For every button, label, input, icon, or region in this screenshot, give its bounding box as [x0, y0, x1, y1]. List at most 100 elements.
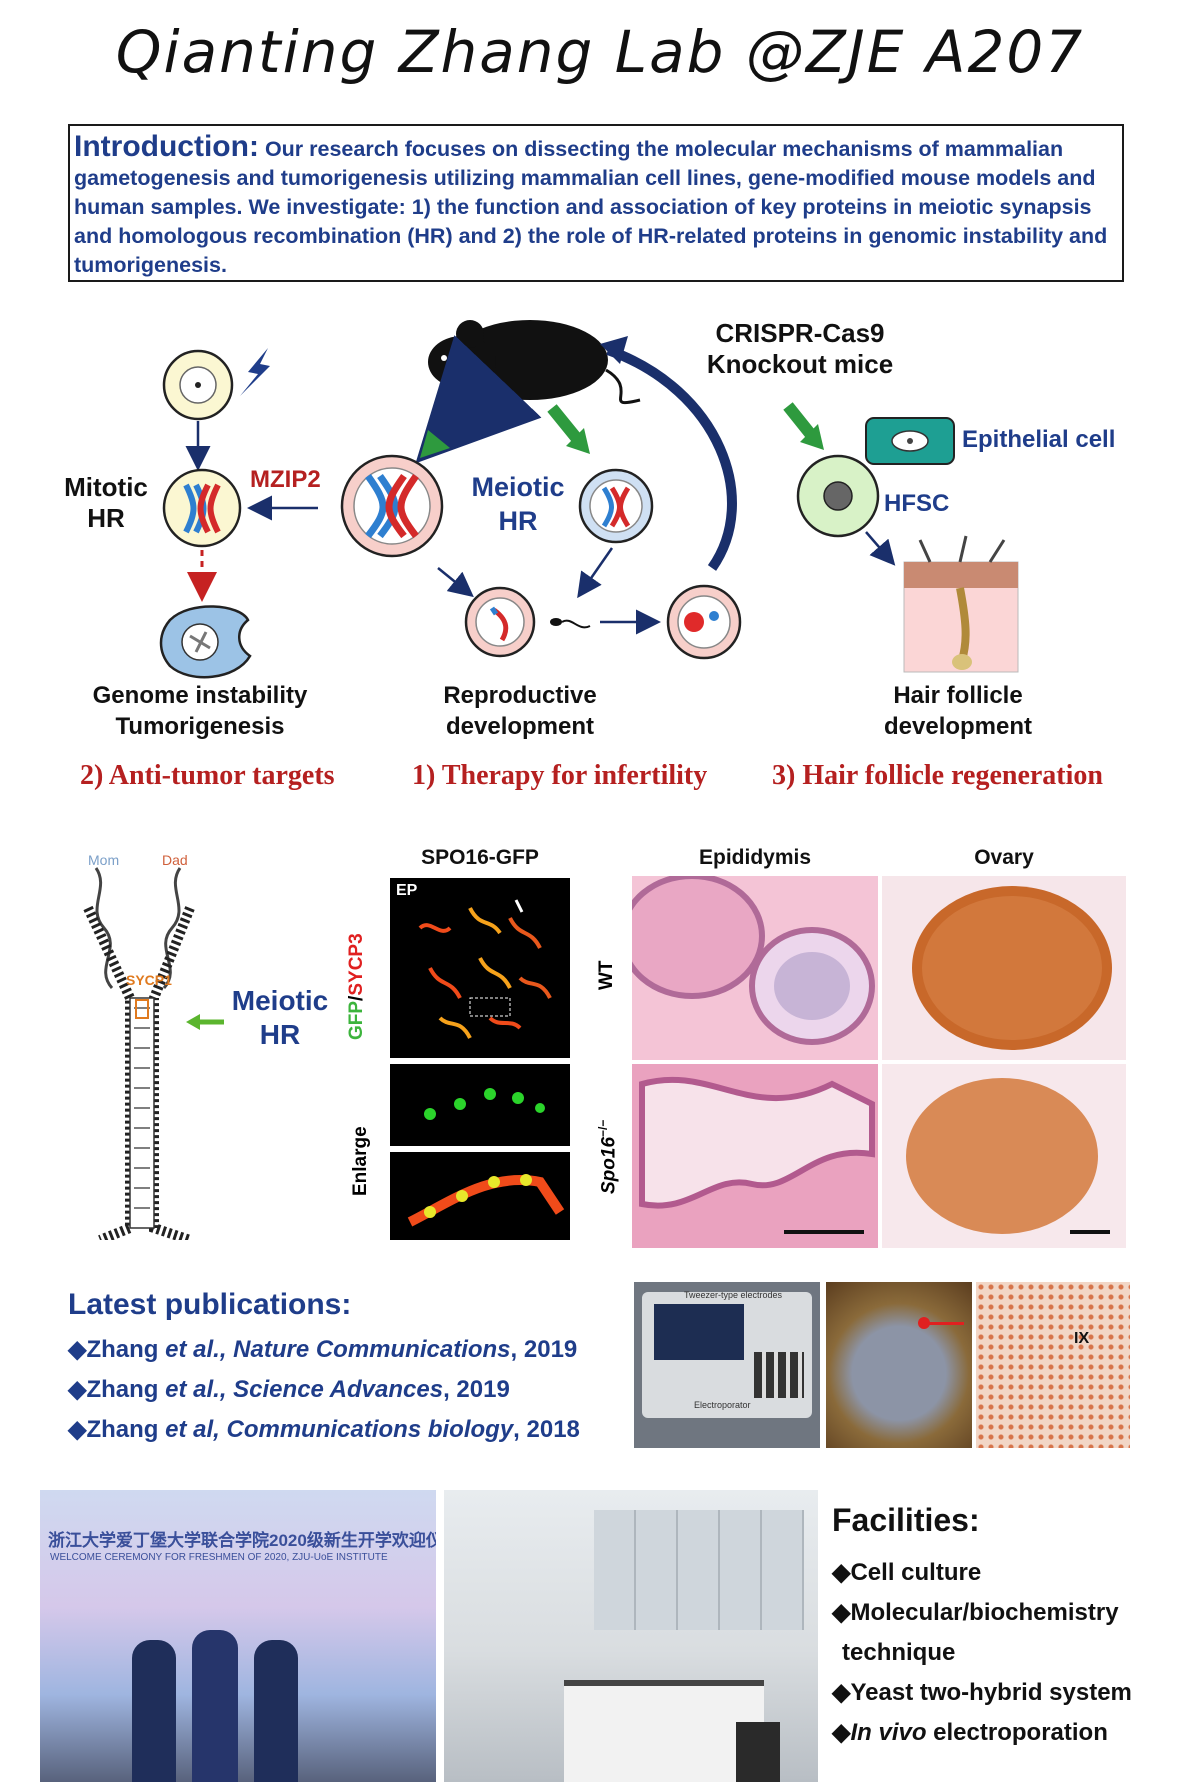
research-diagram [159, 320, 1019, 679]
reproductive-label: Reproductive development [410, 680, 630, 742]
pub-year: , 2019 [443, 1376, 510, 1403]
green-arrow-icon [186, 1014, 224, 1030]
facility-item: ◆Molecular/biochemistry [832, 1593, 1192, 1633]
epididymis-label: Epididymis [698, 846, 812, 869]
hair-line2: development [883, 713, 1033, 740]
tweezer-label: Tweezer-type electrodes [684, 1290, 783, 1300]
facility-item: ◆Yeast two-hybrid system [832, 1673, 1192, 1713]
banner-chinese: 浙江大学爱丁堡大学联合学院2020级新生开学欢迎仪式 [48, 1531, 436, 1550]
green-arrowhead-right [566, 428, 590, 454]
lab-bench [564, 1680, 764, 1782]
ovary-label: Ovary [974, 846, 1034, 869]
epididymis-ko-image [632, 1064, 878, 1248]
zygote-icon [666, 584, 742, 660]
facility-text: electroporation [926, 1719, 1108, 1746]
pub-author: Zhang [86, 1376, 166, 1403]
arrow-to-oocyte [437, 567, 474, 598]
enlarge-label: Enlarge [350, 1126, 371, 1196]
epididymis-wt-image [632, 876, 878, 1060]
spo16-label-wrap: Spo16−/− [596, 1064, 636, 1244]
red-arrow-icon [924, 1322, 964, 1325]
epithelial-cell-label: Epithelial cell [962, 426, 1116, 453]
pub-etal: et al., [165, 1376, 234, 1403]
facility-item-continued: technique [842, 1639, 956, 1666]
tumor-cell-icon [159, 605, 252, 679]
hfsc-icon [796, 454, 880, 538]
curved-return-arrow [606, 345, 737, 571]
meiotic-line2: HR [498, 506, 538, 536]
dad-label: Dad [162, 852, 188, 868]
hair-line1: Hair follicle [893, 682, 1023, 709]
crispr-line2: Knockout mice [706, 349, 894, 379]
pub-etal: et al, [165, 1416, 227, 1443]
facility-item: ◆In vivo electroporation [832, 1713, 1192, 1753]
hair-follicle-icon [903, 535, 1019, 673]
ep-label: EP [396, 882, 418, 899]
lab-bin [736, 1722, 780, 1782]
wt-label: WT [596, 960, 617, 990]
introduction-heading: Introduction: [74, 130, 259, 163]
publication-item[interactable]: ◆Zhang et al., Nature Communications, 20… [68, 1330, 628, 1370]
lightning-icon [240, 348, 270, 396]
mzip2-label: MZIP2 [250, 466, 321, 493]
hfsc-label: HFSC [884, 490, 950, 517]
microscopy-image-main [390, 878, 570, 1058]
lab-cabinets [594, 1510, 804, 1630]
mitotic-line2: HR [87, 503, 125, 533]
pub-author: Zhang [86, 1336, 166, 1363]
channel-label: GFP/SYCP3 [346, 930, 386, 1060]
publication-item[interactable]: ◆Zhang et al, Communications biology, 20… [68, 1410, 628, 1450]
pub-etal: et al., [165, 1336, 234, 1363]
genome-instability-label: Genome instability Tumorigenesis [70, 680, 330, 742]
repro-line1: Reproductive [443, 682, 597, 709]
mom-label: Mom [88, 852, 120, 868]
person-1 [132, 1640, 176, 1782]
meiotic-line1: Meiotic [471, 472, 565, 502]
diamond-bullet-icon: ◆ [832, 1719, 851, 1746]
pub-year: , 2019 [510, 1336, 578, 1363]
figure-meiotic-line2: HR [259, 1019, 301, 1050]
electroporator-label: Electroporator [694, 1400, 751, 1410]
ix-label: IX [1074, 1330, 1090, 1347]
introduction-text: Our research focuses on dissecting the m… [74, 137, 1108, 277]
crispr-label: CRISPR-Cas9 Knockout mice [690, 318, 910, 380]
microscopy-image-green [390, 1064, 570, 1146]
histology-photo: IX [976, 1282, 1130, 1448]
pub-journal: Communications biology [226, 1416, 514, 1443]
mitotic-hr-label: Mitotic HR [46, 472, 166, 534]
crispr-line1: CRISPR-Cas9 [715, 318, 885, 348]
facility-italic-text: In vivo [850, 1719, 927, 1746]
facility-text: Molecular/biochemistry [850, 1599, 1119, 1626]
spo16-gfp-label: SPO16-GFP [421, 846, 539, 869]
testis-injection-photo [826, 1282, 972, 1448]
electroporator-screen [654, 1304, 744, 1360]
spo16-label: Spo16−/− [596, 1120, 620, 1194]
sperm-icon [550, 618, 591, 629]
facility-text: Yeast two-hybrid system [850, 1679, 1132, 1706]
curved-arrowhead [600, 336, 628, 364]
facility-item: ◆Cell culture [832, 1553, 1192, 1593]
spo16-superscript: −/− [596, 1119, 610, 1137]
red-star-icon [918, 1317, 930, 1329]
mouse-icon [428, 320, 641, 405]
publications-heading: Latest publications: [68, 1288, 352, 1321]
diamond-bullet-icon: ◆ [832, 1599, 851, 1626]
diamond-bullet-icon: ◆ [832, 1679, 851, 1706]
pub-author: Zhang [86, 1416, 166, 1443]
green-arrow-knockout [783, 402, 817, 440]
pub-journal: Science Advances [233, 1376, 444, 1403]
green-arrowhead-knockout [800, 424, 824, 450]
microscopy-image-merge [390, 1152, 570, 1240]
publication-item[interactable]: ◆Zhang et al., Science Advances, 2019 [68, 1370, 628, 1410]
green-arrowhead-left [420, 430, 450, 458]
epithelial-cell-icon [865, 417, 955, 465]
publications-section: Latest publications: ◆Zhang et al., Natu… [68, 1288, 628, 1450]
gfp-label: GFP [346, 1000, 367, 1040]
hair-follicle-label: Hair follicle development [858, 680, 1058, 742]
banner-english: WELCOME CEREMONY FOR FRESHMEN OF 2020, Z… [50, 1552, 388, 1563]
facilities-heading: Facilities: [832, 1502, 980, 1538]
person-3 [254, 1640, 298, 1782]
target-infertility: 1) Therapy for infertility [412, 760, 708, 791]
diamond-bullet-icon: ◆ [832, 1559, 851, 1586]
genome-line1: Genome instability [92, 682, 308, 709]
